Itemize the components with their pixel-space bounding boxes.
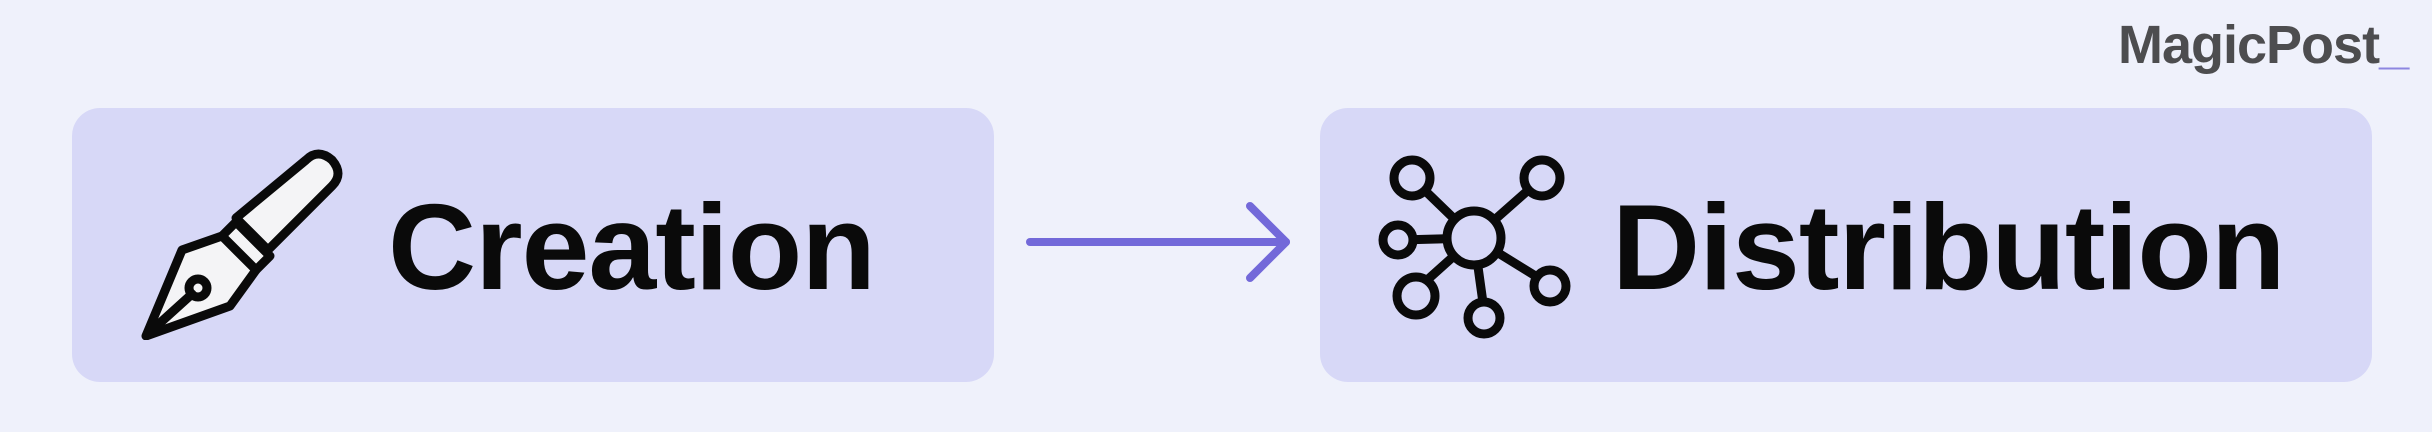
brand-logo-cursor: _ — [2379, 15, 2409, 75]
brand-logo-text: MagicPost — [2118, 15, 2380, 75]
brand-logo: MagicPost_ — [2118, 14, 2409, 76]
step-creation-label: Creation — [388, 179, 876, 315]
network-hub-icon — [1378, 155, 1571, 339]
fountain-pen-icon — [141, 149, 343, 340]
step-distribution-label: Distribution — [1612, 179, 2285, 315]
arrow-right-icon — [1026, 202, 1290, 282]
